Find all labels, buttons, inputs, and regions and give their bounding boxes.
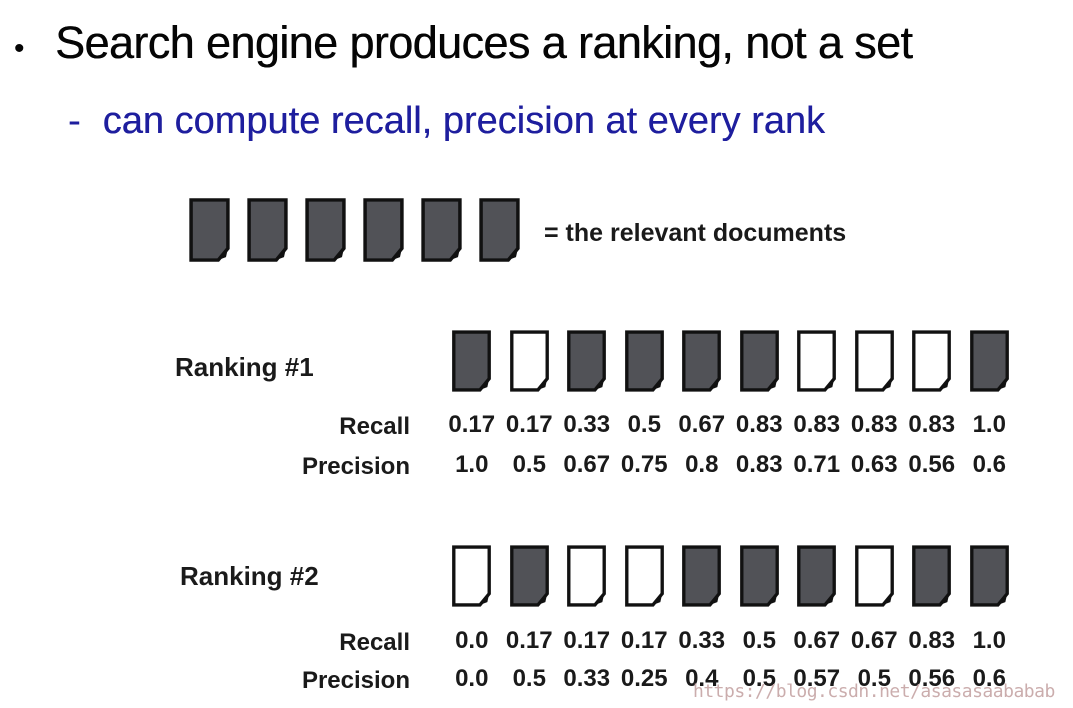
recall-value: 0.17 (620, 627, 668, 654)
slide-subtitle: - can compute recall, precision at every… (68, 100, 825, 143)
precision-value: 0.33 (563, 665, 611, 692)
ranking-2-doc-row (443, 545, 1018, 607)
recall-value: 1.0 (972, 627, 1006, 654)
precision-value: 0.25 (620, 665, 668, 692)
precision-value: 0.4 (685, 665, 719, 692)
document-icon-relevant (304, 198, 347, 262)
document-icon-relevant (420, 198, 463, 262)
document-icon-nonrelevant (616, 545, 674, 607)
document-icon-relevant (673, 330, 731, 392)
recall-value: 0.83 (908, 627, 956, 654)
relevant-documents-legend: = the relevant documents (544, 219, 847, 247)
ranking-1-doc-row (443, 330, 1018, 392)
recall-value: 0.83 (793, 411, 841, 438)
document-icon-relevant (961, 545, 1019, 607)
document-icon-relevant (501, 545, 559, 607)
document-icon-relevant (903, 545, 961, 607)
precision-value: 0.57 (793, 665, 841, 692)
precision-value: 0.56 (908, 451, 956, 478)
document-icon-relevant (558, 330, 616, 392)
recall-value: 0.33 (678, 627, 726, 654)
precision-value: 0.5 (857, 665, 891, 692)
recall-value: 0.5 (627, 411, 661, 438)
document-icon-nonrelevant (443, 545, 501, 607)
recall-value: 0.17 (448, 411, 496, 438)
recall-value: 0.67 (850, 627, 898, 654)
recall-value: 0.67 (793, 627, 841, 654)
precision-value: 1.0 (455, 451, 489, 478)
bullet-marker: • (14, 32, 25, 65)
precision-row-label: Precision (301, 453, 410, 480)
precision-value: 0.63 (850, 451, 898, 478)
document-icon-relevant (961, 330, 1019, 392)
recall-value: 0.17 (563, 627, 611, 654)
precision-value: 0.75 (620, 451, 668, 478)
recall-value: 0.5 (742, 627, 776, 654)
precision-value: 0.5 (742, 665, 776, 692)
precision-value: 0.67 (563, 451, 611, 478)
document-icon-nonrelevant (501, 330, 559, 392)
watermark: https://blog.csdn.net/asasasaababab (693, 681, 1055, 702)
precision-value: 0.8 (685, 451, 719, 478)
document-icon-nonrelevant (903, 330, 961, 392)
ranking-2-label: Ranking #2 (180, 561, 319, 591)
ranking-2-recall-values: 0.0 0.17 0.17 0.17 0.33 0.5 0.67 0.67 0.83 1.0 (443, 627, 1018, 655)
slide-title: Search engine produces a ranking, not a … (55, 17, 913, 68)
precision-value: 0.5 (512, 665, 546, 692)
document-icon-relevant (478, 198, 521, 262)
recall-value: 0.17 (505, 627, 553, 654)
document-icon-nonrelevant (558, 545, 616, 607)
document-icon-nonrelevant (846, 545, 904, 607)
subtitle-text: can compute recall, precision at every r… (102, 100, 825, 142)
recall-value: 0.83 (735, 411, 783, 438)
document-icon-nonrelevant (846, 330, 904, 392)
document-icon-relevant (362, 198, 405, 262)
recall-row-label: Recall (339, 629, 410, 656)
ranking-1-precision-values: 1.0 0.5 0.67 0.75 0.8 0.83 0.71 0.63 0.56 0.6 (443, 451, 1018, 479)
recall-value: 0.33 (563, 411, 611, 438)
subtitle-dash: - (68, 100, 81, 142)
ranking-2-precision-values: 0.0 0.5 0.33 0.25 0.4 0.5 0.57 0.5 0.56 0.6 (443, 665, 1018, 693)
document-icon-relevant (616, 330, 674, 392)
precision-value: 0.0 (455, 665, 489, 692)
document-icon-nonrelevant (788, 330, 846, 392)
document-icon-relevant (443, 330, 501, 392)
document-icon-relevant (246, 198, 289, 262)
document-icon-relevant (731, 545, 789, 607)
document-icon-relevant (731, 330, 789, 392)
relevant-documents-row (188, 198, 521, 262)
document-icon-relevant (673, 545, 731, 607)
recall-value: 0.83 (850, 411, 898, 438)
recall-value: 1.0 (972, 411, 1006, 438)
ranking-1-recall-values: 0.17 0.17 0.33 0.5 0.67 0.83 0.83 0.83 0.83 1.0 (443, 411, 1018, 439)
document-icon-relevant (188, 198, 231, 262)
recall-value: 0.0 (455, 627, 489, 654)
precision-value: 0.56 (908, 665, 956, 692)
recall-value: 0.67 (678, 411, 726, 438)
recall-row-label: Recall (339, 413, 410, 440)
precision-value: 0.6 (972, 451, 1006, 478)
precision-value: 0.71 (793, 451, 841, 478)
precision-value: 0.5 (512, 451, 546, 478)
precision-value: 0.6 (972, 665, 1006, 692)
precision-row-label: Precision (301, 667, 410, 694)
document-icon-relevant (788, 545, 846, 607)
recall-value: 0.83 (908, 411, 956, 438)
recall-value: 0.17 (505, 411, 553, 438)
ranking-1-label: Ranking #1 (175, 352, 314, 382)
precision-value: 0.83 (735, 451, 783, 478)
